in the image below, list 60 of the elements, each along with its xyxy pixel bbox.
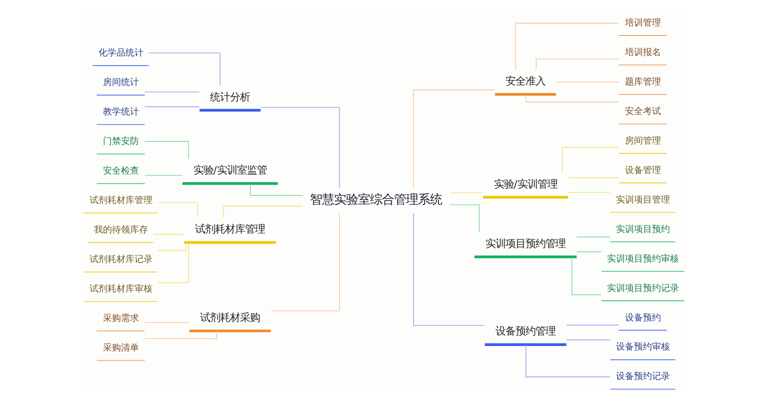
- connector: [148, 52, 220, 86]
- node-text: 采购清单: [102, 343, 139, 354]
- node-text: 房间统计: [102, 78, 139, 88]
- node-text: 试剂耗材库管理: [195, 224, 266, 236]
- connector: [144, 330, 218, 340]
- connector: [572, 256, 602, 296]
- node-text: 化学品统计: [98, 48, 144, 59]
- connector: [270, 212, 340, 312]
- connector: [413, 90, 496, 189]
- node-text: 实训项目预约记录: [606, 284, 679, 294]
- node-text: 培训管理: [624, 18, 661, 28]
- node-text: 统计分析: [210, 91, 250, 104]
- node-text: 实训项目预约管理: [486, 238, 566, 250]
- node-text: 实训项目预约审核: [606, 254, 679, 264]
- node-text: 采购需求: [102, 314, 139, 324]
- connector: [450, 192, 484, 194]
- node-text: 安全检查: [102, 166, 139, 177]
- connector: [526, 94, 619, 102]
- connector: [260, 107, 340, 189]
- node-text: 设备预约: [624, 313, 661, 324]
- node-text: 安全准入: [506, 75, 546, 88]
- node-text: 培训报名: [624, 48, 661, 58]
- connector: [450, 204, 480, 233]
- node-text: 实验/实训管理: [494, 178, 558, 190]
- connector: [144, 141, 189, 160]
- node-text: 题库管理: [624, 77, 661, 88]
- connector: [158, 242, 186, 251]
- node-text: 试剂耗材库管理: [89, 196, 152, 206]
- connector: [576, 236, 610, 238]
- node-text: 设备预约审核: [616, 342, 670, 353]
- node-text: 智慧实验室综合管理系统: [310, 192, 442, 207]
- node-text: 设备预约管理: [496, 326, 556, 338]
- connector: [413, 212, 485, 326]
- connector: [562, 147, 619, 173]
- connector: [157, 202, 198, 218]
- node-text: 实训项目预约: [616, 224, 670, 235]
- node-text: 设备管理: [624, 166, 661, 176]
- node-text: 试剂耗材库记录: [89, 254, 152, 265]
- node-text: 试剂耗材采购: [200, 312, 260, 324]
- node-text: 实验/实训室监管: [193, 164, 267, 177]
- connector: [536, 58, 619, 70]
- connector: [515, 22, 619, 70]
- node-text: 门禁安防: [102, 137, 139, 148]
- node-text: 房间管理: [624, 136, 661, 146]
- connector: [144, 106, 200, 108]
- connector: [158, 242, 189, 284]
- connector: [566, 324, 620, 326]
- node-text: 安全考试: [624, 106, 661, 117]
- connector: [153, 234, 184, 235]
- node-text: 设备预约记录: [616, 372, 670, 382]
- connector: [144, 174, 182, 176]
- connector: [576, 251, 602, 252]
- node-text: 我的待领库存: [94, 225, 148, 236]
- connector: [526, 344, 610, 378]
- connector: [568, 192, 610, 193]
- connector: [144, 322, 190, 324]
- node-text: 试剂耗材库审核: [89, 284, 152, 294]
- connector: [568, 177, 620, 178]
- node-text: 实训项目管理: [616, 195, 670, 206]
- node-text: 教学统计: [102, 108, 139, 118]
